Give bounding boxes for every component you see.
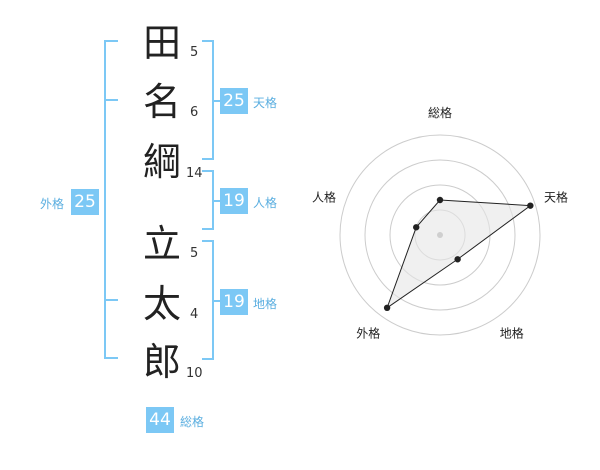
char-6: 郎 — [143, 340, 182, 384]
chikaku-bracket-top — [202, 240, 214, 242]
radar-center-dot — [437, 232, 443, 238]
strokes-6: 10 — [186, 366, 203, 381]
tenkaku-bracket-bottom — [202, 158, 214, 160]
strokes-3: 14 — [186, 166, 203, 181]
radar-axis-label-0: 総格 — [428, 105, 452, 120]
gaikaku-bracket-bottom — [104, 357, 118, 359]
radar-polygon — [386, 199, 532, 310]
jinkaku-bracket-top — [202, 170, 214, 172]
tenkaku-bracket-top — [202, 40, 214, 42]
radar-ring-3 — [364, 159, 516, 311]
radar-point-0 — [436, 196, 444, 204]
jinkaku-bracket-connector — [212, 200, 222, 202]
soukaku-badge: 44 — [146, 407, 174, 433]
chikaku-bracket-connector — [212, 300, 222, 302]
char-5: 太 — [143, 282, 182, 326]
chikaku-bracket-bottom — [202, 358, 214, 360]
tenkaku-bracket-connector — [212, 100, 222, 102]
radar-axis-label-3: 外格 — [356, 326, 380, 341]
radar-point-4 — [413, 224, 420, 231]
radar-point-2 — [454, 256, 461, 263]
radar-axis-label-1: 天格 — [544, 189, 568, 204]
radar-axis-label-2: 地格 — [500, 326, 524, 341]
soukaku-label: 総格 — [180, 415, 205, 429]
radar-point-3 — [383, 304, 391, 312]
char-4: 立 — [143, 222, 182, 266]
strokes-1: 5 — [190, 45, 199, 60]
jinkaku-label: 人格 — [253, 196, 278, 210]
strokes-4: 5 — [190, 246, 199, 261]
gaikaku-badge: 25 — [71, 189, 99, 215]
gaikaku-bracket-tick-2 — [104, 299, 118, 301]
radar-ring-4 — [339, 134, 541, 336]
chikaku-badge: 19 — [220, 289, 248, 315]
radar-axis-label-4: 人格 — [312, 189, 336, 204]
chikaku-label: 地格 — [253, 297, 278, 311]
gaikaku-bracket-top — [104, 40, 118, 42]
tenkaku-badge: 25 — [220, 88, 248, 114]
gaikaku-label: 外格 — [40, 197, 65, 211]
char-2: 名 — [143, 80, 182, 124]
jinkaku-bracket-bottom — [202, 228, 214, 230]
strokes-2: 6 — [190, 105, 199, 120]
radar-point-1 — [527, 202, 534, 209]
tenkaku-label: 天格 — [253, 96, 278, 110]
jinkaku-badge: 19 — [220, 188, 248, 214]
char-1: 田 — [143, 21, 182, 65]
strokes-5: 4 — [190, 307, 199, 322]
gaikaku-bracket-vertical — [104, 40, 106, 358]
char-3: 綱 — [143, 140, 182, 184]
gaikaku-bracket-tick-1 — [104, 99, 118, 101]
